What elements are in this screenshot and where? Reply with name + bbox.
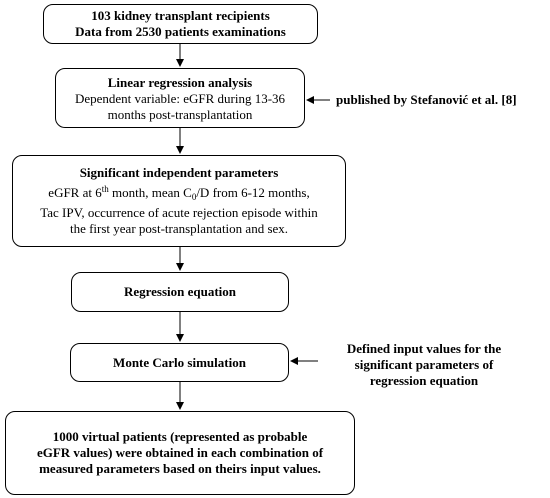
egfr-text: eGFR at 6 [48,185,102,200]
box-virtual-patients-line3: measured parameters based on theirs inpu… [39,461,321,476]
box-linear-regression: Linear regression analysis Dependent var… [55,68,305,128]
input-values-line3: regression equation [369,373,479,388]
published-reference-text: published by Stefanović et al. [8] [336,92,517,107]
box-linear-regression-line2: months post-transplantation [107,107,253,122]
dose-text: /D from 6-12 months, [196,185,310,200]
box-significant-parameters: Significant independent parameters eGFR … [12,155,346,247]
input-values-note: Defined input values for the significant… [318,341,530,389]
box-significant-parameters-line2: Tac IPV, occurrence of acute rejection e… [40,205,318,220]
box-recipients-line2: Data from 2530 patients examinations [75,24,286,39]
box-virtual-patients-line1: 1000 virtual patients (represented as pr… [52,429,308,444]
box-linear-regression-title: Linear regression analysis [107,75,253,90]
box-monte-carlo: Monte Carlo simulation [70,343,289,382]
box-recipients: 103 kidney transplant recipients Data fr… [43,4,318,44]
box-linear-regression-line1: Dependent variable: eGFR during 13-36 [74,91,286,106]
box-regression-equation-title: Regression equation [123,284,237,299]
box-regression-equation: Regression equation [71,272,289,312]
superscript-th: th [101,184,109,194]
box-significant-parameters-line3: the first year post-transplantation and … [69,221,289,236]
box-virtual-patients: 1000 virtual patients (represented as pr… [5,411,355,495]
input-values-line1: Defined input values for the [346,341,502,356]
box-virtual-patients-line2: eGFR values) were obtained in each combi… [36,445,324,460]
box-significant-parameters-line1: eGFR at 6th month, mean C0/D from 6-12 m… [13,181,345,205]
input-values-line2: significant parameters of [354,357,494,372]
box-significant-parameters-title: Significant independent parameters [79,165,279,180]
subscript-zero: 0 [191,192,197,202]
box-recipients-line1: 103 kidney transplant recipients [91,8,270,23]
box-monte-carlo-title: Monte Carlo simulation [113,355,246,370]
mean-c-text: month, mean C [108,185,192,200]
published-reference-note: published by Stefanović et al. [8] [336,92,546,108]
